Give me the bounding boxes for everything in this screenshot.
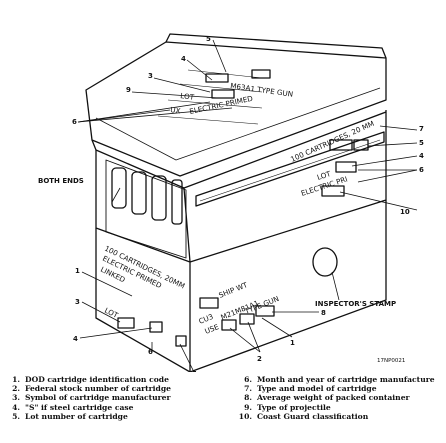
callout-5-side: 5 bbox=[419, 139, 424, 147]
callout-1-front: 1 bbox=[290, 339, 295, 347]
legend-item: 7.Type and model of cartridge bbox=[244, 384, 377, 394]
box-end bbox=[95, 228, 191, 372]
legend-item: 5.Lot number of cartridge bbox=[12, 411, 128, 421]
legend-item: 1.DOD cartridge identification code bbox=[12, 375, 169, 384]
top-marking-ux: UX bbox=[170, 105, 181, 115]
callout-10-side: 10 bbox=[400, 208, 410, 216]
callout-5-bottom: 5 bbox=[192, 370, 197, 372]
legend-left-column: 1.DOD cartridge identification code 2.Fe… bbox=[6, 375, 216, 421]
legend-item: 8.Average weight of packed container bbox=[244, 393, 410, 403]
callout-7-side: 7 bbox=[419, 125, 424, 133]
legend-right-column: 6.Month and year of cartridge manufactur… bbox=[238, 375, 446, 421]
box-body bbox=[95, 150, 191, 372]
side-marking-lot: LOT bbox=[316, 169, 332, 182]
legend-item: 2.Federal stock number of cartridge bbox=[12, 384, 172, 394]
callout-5-top: 5 bbox=[206, 35, 211, 43]
callout-6-side: 6 bbox=[419, 166, 424, 174]
callout-1-end: 1 bbox=[75, 267, 80, 275]
top-marking-lot: LOT bbox=[180, 91, 196, 102]
callout-4-side: 4 bbox=[419, 152, 424, 160]
end-latch bbox=[105, 159, 187, 259]
front-marking-ship-wt: SHIP WT bbox=[217, 280, 249, 300]
callout-3-end: 3 bbox=[75, 298, 80, 306]
callout-6-top: 6 bbox=[72, 118, 77, 126]
legend-item: 4."S" if steel cartridge case bbox=[12, 402, 134, 412]
callout-both-ends: BOTH ENDS bbox=[38, 177, 84, 185]
legend-item: 9.Type of projectile bbox=[244, 402, 331, 412]
legend-item: 3.Symbol of cartridge manufacturer bbox=[12, 393, 171, 403]
callout-8-front: 8 bbox=[321, 309, 326, 317]
legend-item: 10.Coast Guard classification bbox=[238, 411, 369, 421]
callout-4-end: 4 bbox=[73, 335, 78, 343]
figure-id: 17NP0021 bbox=[377, 358, 405, 364]
ammunition-box-diagram: M63A1 TYPE GUN LOT UX ELECTRIC PRIMED 10… bbox=[38, 33, 424, 372]
callout-3-top: 3 bbox=[148, 72, 153, 80]
callout-4-top: 4 bbox=[181, 55, 186, 63]
inspector-stamp-circle bbox=[312, 247, 338, 277]
callout-9-top: 9 bbox=[126, 86, 131, 94]
callout-2-front: 2 bbox=[257, 355, 262, 363]
front-marking-use: USE bbox=[203, 322, 220, 336]
callout-inspectors-stamp: INSPECTOR'S STAMP bbox=[315, 300, 396, 308]
callout-6-end: 6 bbox=[148, 348, 153, 356]
legend-item: 6.Month and year of cartridge manufactur… bbox=[244, 375, 435, 384]
